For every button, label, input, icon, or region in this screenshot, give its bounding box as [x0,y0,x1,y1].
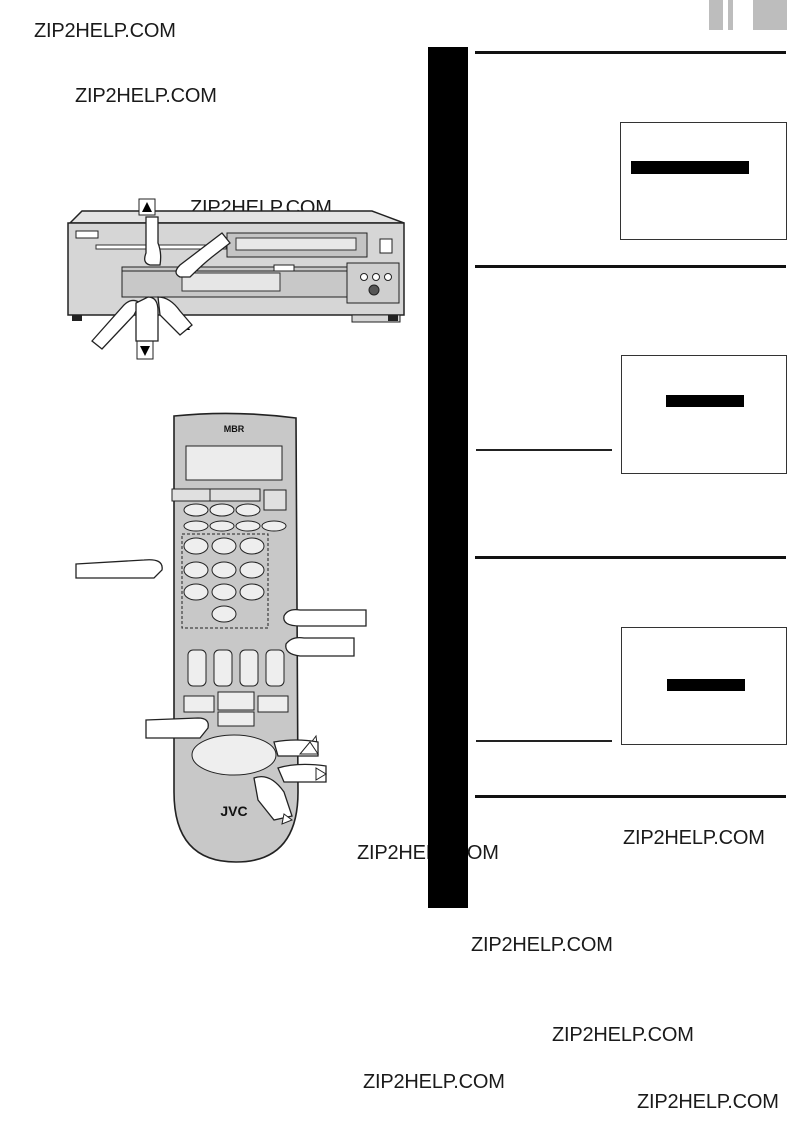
watermark: ZIP2HELP.COM [471,934,613,956]
page-tab-mid [728,0,733,30]
osd-highlight-bar [666,395,744,407]
remote-top-label: MBR [224,424,245,434]
section-rule-2 [475,265,786,268]
page-tab-left [709,0,723,30]
osd-highlight-bar [667,679,745,691]
osd-screen-3 [621,627,787,745]
watermark: ZIP2HELP.COM [637,1091,779,1113]
remote-brand-logo: JVC [220,803,247,819]
step-sidebar-bar [428,47,468,908]
remote-control-illustration: MBR JVC [75,412,367,863]
section-rule-1 [475,51,786,54]
watermark: ZIP2HELP.COM [34,20,176,42]
section-rule-4 [475,795,786,798]
watermark: ZIP2HELP.COM [552,1024,694,1046]
osd-highlight-bar [631,161,749,174]
leader-line [476,740,612,742]
section-rule-3 [475,556,786,559]
leader-line [476,449,612,451]
page-tab-right [753,0,787,30]
watermark: ZIP2HELP.COM [363,1071,505,1093]
osd-screen-2 [621,355,787,474]
osd-screen-1 [620,122,787,240]
watermark: ZIP2HELP.COM [623,827,765,849]
watermark: ZIP2HELP.COM [75,85,217,107]
vcr-illustration [67,198,405,360]
